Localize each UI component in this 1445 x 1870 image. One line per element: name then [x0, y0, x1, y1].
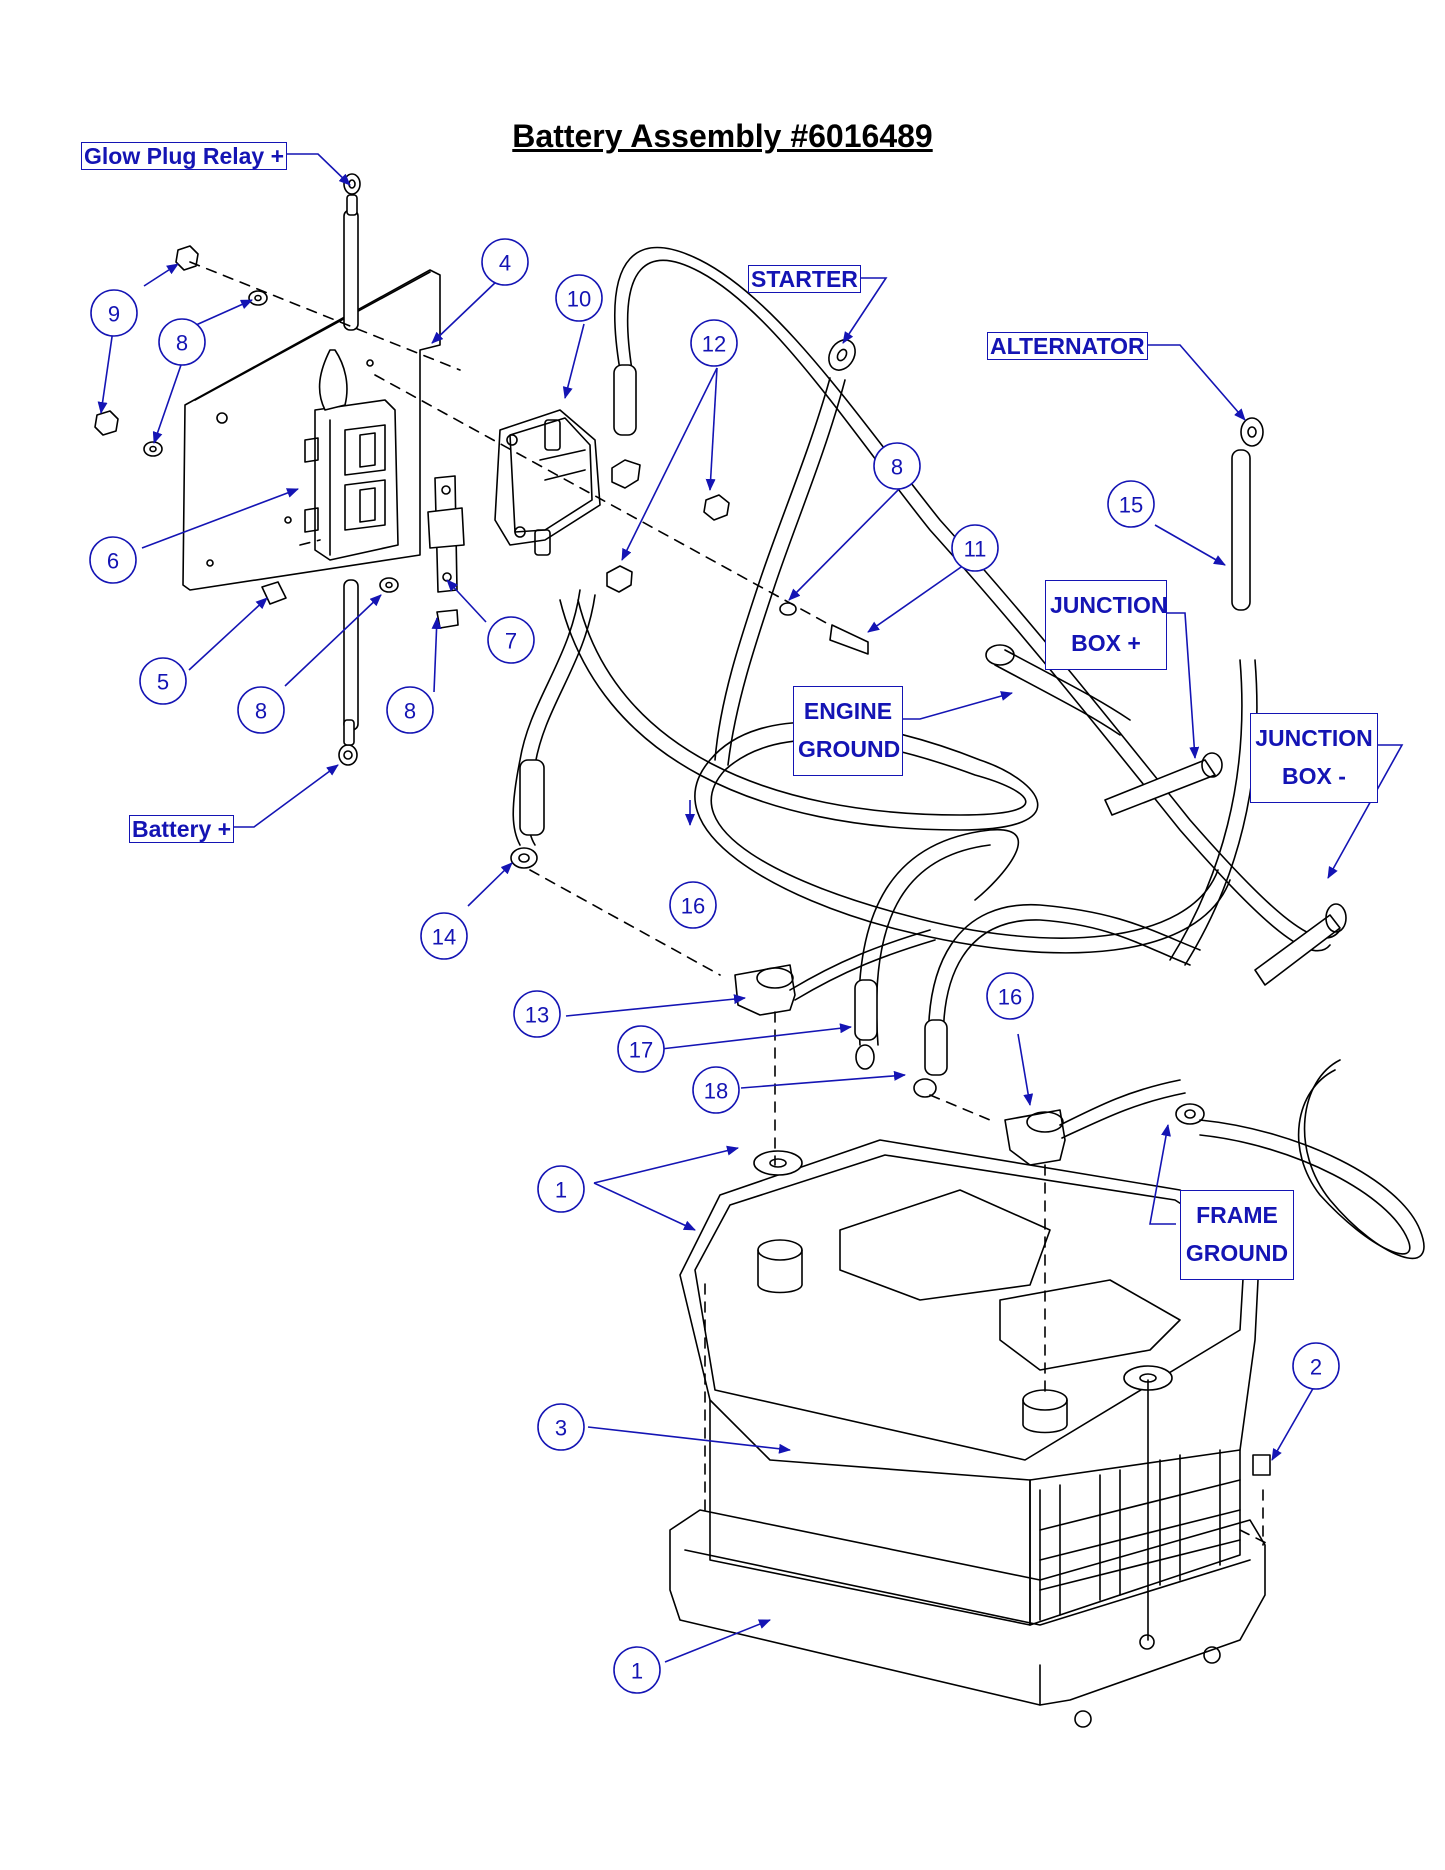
- frame-ground-label: FRAME GROUND: [1180, 1190, 1294, 1280]
- leader-lines: [97, 153, 1404, 1663]
- callout-circle-5: [139, 657, 187, 705]
- callout-circle-13: [690, 319, 738, 367]
- fuse-holder: [427, 475, 465, 593]
- callout-number: 8: [176, 331, 188, 356]
- callout-circle-8a: [158, 318, 206, 366]
- callout-number: 1: [555, 1178, 567, 1203]
- callout-number: 1: [631, 1659, 643, 1684]
- callout-circle-16b: [669, 881, 717, 929]
- callout-number: 13: [525, 1003, 549, 1028]
- callout-circle-1a: [537, 1165, 585, 1213]
- circuit-breaker: [494, 409, 601, 556]
- cables: [510, 246, 1425, 1259]
- engine-ground-line-1: ENGINE: [803, 698, 893, 724]
- relay-cable: [338, 173, 361, 766]
- callout-number: 8: [255, 699, 267, 724]
- battery: [669, 1139, 1266, 1728]
- callout-circle-1b: [613, 1646, 661, 1694]
- callout-number: 11: [964, 537, 987, 562]
- callout-number: 8: [404, 699, 416, 724]
- callout-number: 2: [1310, 1355, 1322, 1380]
- callout-number: 4: [499, 251, 511, 276]
- callout-number: 8: [891, 455, 903, 480]
- mounting-plate: [182, 269, 441, 591]
- callout-circle-6: [89, 536, 137, 584]
- engine-ground-label: ENGINE GROUND: [793, 686, 903, 776]
- frame-ground-line-1: FRAME: [1196, 1202, 1278, 1228]
- junction-box-negative-line-1: JUNCTION: [1255, 725, 1373, 751]
- callout-circle-3: [537, 1403, 585, 1451]
- callout-number: 7: [505, 629, 517, 654]
- callout-circle-19: [692, 1066, 740, 1114]
- callout-circle-18: [617, 1025, 665, 1073]
- hardware: [94, 245, 1271, 1476]
- callout-number: 3: [555, 1416, 567, 1441]
- relay-body: [304, 349, 399, 561]
- callout-circle-14: [513, 990, 561, 1038]
- callout-circle-2: [1292, 1342, 1340, 1390]
- callout-circle-9: [386, 686, 434, 734]
- callout-circle-16a: [1107, 480, 1155, 528]
- callout-number: 6: [107, 549, 119, 574]
- callout-number: 14: [432, 925, 456, 950]
- callout-number: 18: [704, 1079, 728, 1104]
- callout-circle-17: [986, 972, 1034, 1020]
- junction-box-positive-label: JUNCTION BOX +: [1045, 580, 1168, 670]
- callout-number: 10: [567, 287, 591, 312]
- callout-number: 15: [1119, 493, 1143, 518]
- callout-number: 12: [702, 332, 726, 357]
- callout-circle-10: [90, 289, 138, 337]
- callout-circle-12: [951, 524, 999, 572]
- battery-positive-label: Battery +: [129, 815, 235, 844]
- junction-box-negative-label: JUNCTION BOX -: [1250, 713, 1378, 803]
- callout-number: 5: [157, 670, 169, 695]
- callout-number: 16: [681, 894, 705, 919]
- assembly-lines: [189, 261, 1271, 1546]
- callout-circle-8c: [873, 442, 921, 490]
- callout-number: 16: [998, 985, 1022, 1010]
- page-title: Battery Assembly #6016489: [512, 118, 933, 154]
- callout-circle-11: [555, 274, 603, 322]
- callout-circle-4: [481, 238, 529, 286]
- junction-box-positive-line-2: BOX +: [1071, 629, 1141, 656]
- callout-number: 9: [108, 302, 120, 327]
- frame-ground-line-2: GROUND: [1185, 1239, 1289, 1266]
- callout-circle-8b: [237, 686, 285, 734]
- junction-box-negative-line-2: BOX -: [1282, 762, 1346, 789]
- glow-plug-relay-label: Glow Plug Relay +: [81, 142, 288, 171]
- junction-box-positive-line-1: JUNCTION: [1050, 592, 1168, 618]
- callout-number: 17: [629, 1038, 653, 1063]
- callout-circle-7: [487, 616, 535, 664]
- starter-label: STARTER: [748, 265, 861, 294]
- alternator-label: ALTERNATOR: [987, 332, 1148, 361]
- callout-circle-15: [420, 912, 468, 960]
- engine-ground-line-2: GROUND: [798, 735, 901, 762]
